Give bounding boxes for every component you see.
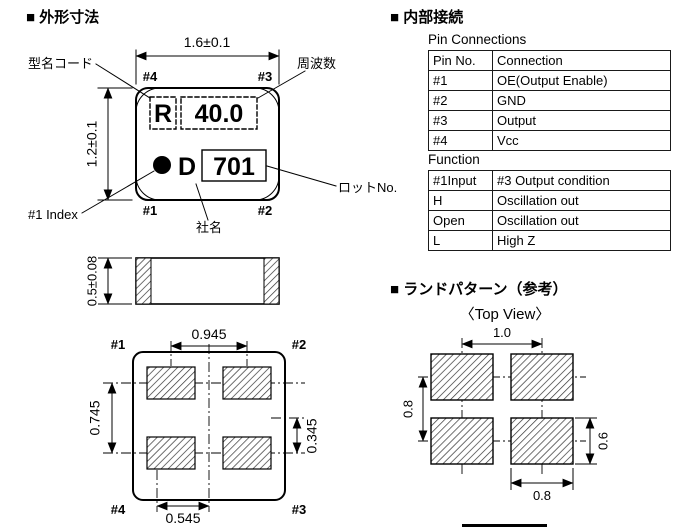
table-header-row: #1Input #3 Output condition <box>428 170 671 191</box>
callout-model-code-leader <box>95 63 151 99</box>
dim-land-pitch-x-label: 1.0 <box>493 325 511 340</box>
connection-cell: GND <box>492 90 671 111</box>
dimension-land-pad-height <box>575 417 597 465</box>
table-header-row: Pin No. Connection <box>428 50 671 71</box>
table-row: #1 OE(Output Enable) <box>428 70 671 91</box>
land-pad-1 <box>430 353 494 401</box>
land-pattern-section-title: ■ ランドパターン（参考） <box>390 281 568 298</box>
outline-section-title: ■ 外形寸法 <box>26 9 100 26</box>
input-cell: Open <box>428 210 493 231</box>
side-terminal-left <box>135 257 152 305</box>
land-pad-3 <box>510 417 574 465</box>
side-body <box>135 257 280 305</box>
function-table-title: Function <box>428 152 480 167</box>
outline-drawing: 1.6±0.1 1.2±0.1 #4 #3 #1 #2 R 40.0 D 701… <box>28 34 397 526</box>
lot-number-box <box>201 149 267 182</box>
land-pattern-drawing: 1.0 0.8 0.6 0.8 <box>400 325 610 503</box>
pin-label-1: #1 <box>143 203 157 218</box>
dim-land-pad-width-label: 0.8 <box>533 488 551 503</box>
bottom-pin-label-2: #2 <box>292 337 306 352</box>
pad-3 <box>222 436 272 470</box>
pin-no-cell: #1 <box>428 70 493 91</box>
marking-company: D <box>178 153 196 181</box>
dimension-thickness <box>98 257 132 305</box>
callout-frequency-label: 周波数 <box>297 56 336 71</box>
marking-frequency: 40.0 <box>195 100 244 128</box>
pad-2 <box>222 366 272 400</box>
bottom-pin-label-1: #1 <box>111 337 125 352</box>
cropped-border-fragment <box>462 524 547 527</box>
pin-label-2: #2 <box>258 203 272 218</box>
input-cell: H <box>428 190 493 211</box>
table-row: #4 Vcc <box>428 130 671 151</box>
pin-label-4: #4 <box>143 69 158 84</box>
land-pattern-subtitle: 〈Top View〉 <box>459 306 551 323</box>
function-table: #1Input #3 Output condition H Oscillatio… <box>428 170 671 251</box>
pad-1 <box>146 366 196 400</box>
dim-width-label: 1.6±0.1 <box>184 34 231 50</box>
output-cell: High Z <box>492 230 671 251</box>
pin-no-cell: #2 <box>428 90 493 111</box>
output-cell: Oscillation out <box>492 190 671 211</box>
callout-model-code-label: 型名コード <box>28 56 93 71</box>
col-header-pin-no: Pin No. <box>428 50 493 71</box>
internal-connection-section-title: ■ 内部接続 <box>390 9 464 26</box>
table-row: Open Oscillation out <box>428 210 671 231</box>
bottom-pin-label-4: #4 <box>111 502 126 517</box>
pin1-index-dot <box>153 156 171 174</box>
land-pad-2 <box>510 353 574 401</box>
output-cell: Oscillation out <box>492 210 671 231</box>
table-row: #3 Output <box>428 110 671 131</box>
callout-index-leader <box>81 170 155 214</box>
package-bottom-view: 0.945 0.745 0.345 0.545 #1 #2 #4 #3 <box>87 326 320 526</box>
dim-pad-pitch-x-label: 0.945 <box>191 326 226 342</box>
land-pattern-view: 1.0 0.8 0.6 0.8 <box>400 325 610 503</box>
callout-lot-leader <box>266 165 337 187</box>
pin-connections-title: Pin Connections <box>428 32 527 47</box>
connection-cell: Vcc <box>492 130 671 151</box>
callout-company-label: 社名 <box>196 220 222 235</box>
bottom-pin-label-3: #3 <box>292 502 306 517</box>
package-body-outline <box>135 87 280 201</box>
corner-castellations <box>135 87 280 201</box>
pin-label-3: #3 <box>258 69 272 84</box>
col-header-input: #1Input <box>428 170 493 191</box>
land-pads <box>430 353 574 465</box>
marking-lot: 701 <box>213 153 255 181</box>
dim-land-pad-height-label: 0.6 <box>595 432 610 450</box>
connection-cell: Output <box>492 110 671 131</box>
dimension-width <box>135 49 280 85</box>
table-row: #2 GND <box>428 90 671 111</box>
package-side-view: 0.5±0.08 <box>84 256 280 307</box>
dimension-height <box>97 87 133 201</box>
dim-pad-to-center-label: 0.545 <box>165 510 200 526</box>
side-terminal-right <box>263 257 280 305</box>
package-top-view: 1.6±0.1 1.2±0.1 #4 #3 #1 #2 R 40.0 D 701… <box>28 34 397 235</box>
pin-connections-table: Pin No. Connection #1 OE(Output Enable) … <box>428 50 671 151</box>
input-cell: L <box>428 230 493 251</box>
callout-frequency-leader <box>257 70 306 99</box>
table-row: L High Z <box>428 230 671 251</box>
dim-land-pitch-y-label: 0.8 <box>400 400 415 418</box>
col-header-connection: Connection <box>492 50 671 71</box>
marking-model-code: R <box>154 100 172 128</box>
dim-thickness-label: 0.5±0.08 <box>84 256 99 307</box>
callout-company-leader <box>195 183 209 221</box>
dim-pad-pitch-y-label: 0.745 <box>87 400 103 435</box>
col-header-output-condition: #3 Output condition <box>492 170 671 191</box>
connection-cell: OE(Output Enable) <box>492 70 671 91</box>
frequency-box <box>180 96 258 130</box>
land-pad-4 <box>430 417 494 465</box>
model-code-box <box>149 96 177 130</box>
table-row: H Oscillation out <box>428 190 671 211</box>
pin-no-cell: #4 <box>428 130 493 151</box>
pin-no-cell: #3 <box>428 110 493 131</box>
dim-height-label: 1.2±0.1 <box>84 120 100 167</box>
dim-pad-offset-label: 0.345 <box>304 418 320 453</box>
bottom-pads <box>146 366 272 470</box>
callout-lot-label: ロットNo. <box>338 180 397 195</box>
dimension-land-pad-width <box>510 468 574 490</box>
callout-index-label: #1 Index <box>28 207 78 222</box>
pad-4 <box>146 436 196 470</box>
